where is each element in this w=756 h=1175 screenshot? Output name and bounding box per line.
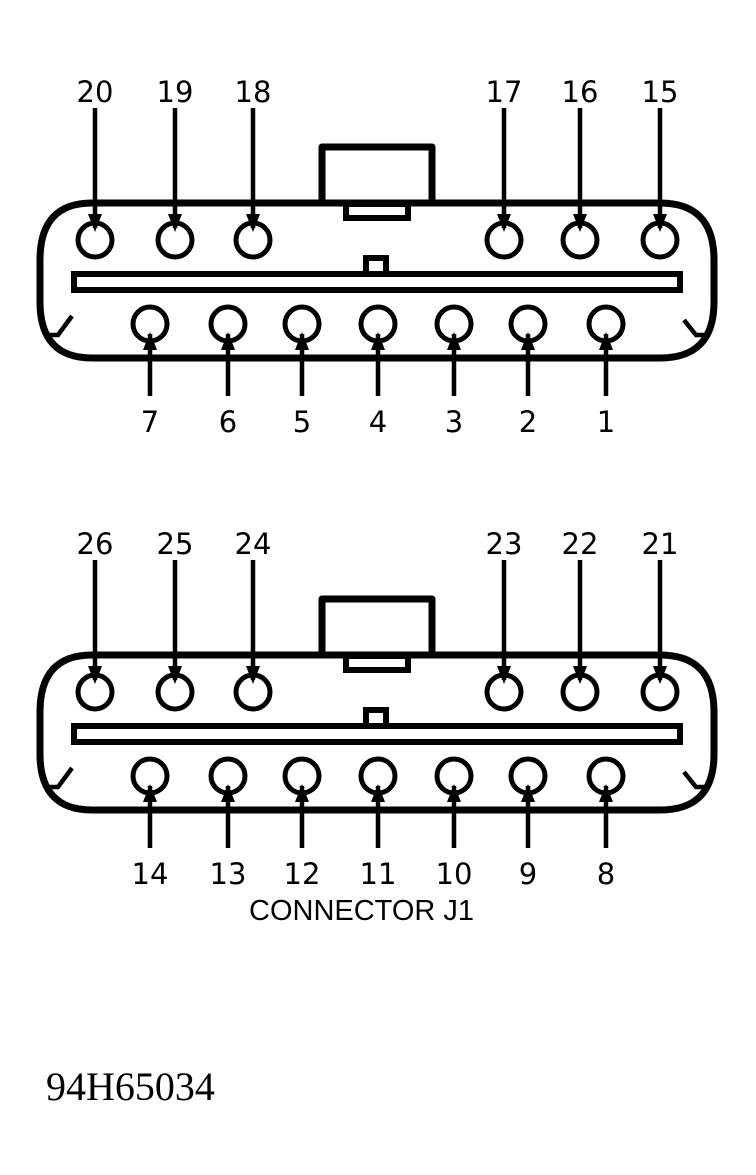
pin-label: 19 (157, 75, 194, 109)
pin-label: 8 (597, 857, 615, 891)
arrowhead (371, 332, 385, 350)
connector-caption: CONNECTOR J1 (249, 895, 474, 927)
connector-housing (36, 199, 718, 362)
pin-label: 10 (436, 857, 473, 891)
arrowhead (143, 784, 157, 802)
pin-label: 4 (369, 405, 387, 439)
corner-key-left (44, 314, 74, 338)
pin-label: 2 (519, 405, 537, 439)
pin-label: 5 (293, 405, 311, 439)
connector-housing (36, 651, 718, 814)
arrowhead (371, 784, 385, 802)
arrowhead (295, 784, 309, 802)
arrowhead (497, 214, 511, 232)
pin-label: 11 (360, 857, 397, 891)
pin-label: 7 (141, 405, 159, 439)
arrowhead (497, 666, 511, 684)
arrowhead (143, 332, 157, 350)
figure-id: 94H65034 (46, 1064, 215, 1109)
pin-label: 23 (486, 527, 523, 561)
arrowhead (246, 666, 260, 684)
connector-lower: 26 25 24 23 22 21 14 13 12 11 10 9 8 (36, 527, 718, 891)
pin-label: 12 (284, 857, 321, 891)
pin-label: 26 (77, 527, 114, 561)
arrowhead (599, 784, 613, 802)
arrowhead (653, 666, 667, 684)
arrowhead (221, 332, 235, 350)
pin-label: 13 (210, 857, 247, 891)
pin-label: 16 (562, 75, 599, 109)
arrowhead (88, 214, 102, 232)
pin-label: 22 (562, 527, 599, 561)
arrowhead (573, 666, 587, 684)
center-key (363, 255, 389, 277)
pin-label: 9 (519, 857, 537, 891)
arrowhead (521, 784, 535, 802)
corner-key-left (44, 766, 74, 790)
arrowhead (88, 666, 102, 684)
pin-label: 15 (642, 75, 679, 109)
pin-label: 24 (235, 527, 272, 561)
arrowhead (168, 666, 182, 684)
pin-label: 6 (219, 405, 237, 439)
arrowhead (246, 214, 260, 232)
pin-label: 21 (642, 527, 679, 561)
corner-key-right (682, 318, 710, 338)
pin-label: 3 (445, 405, 463, 439)
arrowhead (653, 214, 667, 232)
arrowhead (221, 784, 235, 802)
center-key (363, 707, 389, 729)
pin-label: 14 (132, 857, 169, 891)
connector-upper: 20 19 18 17 16 15 7 6 5 4 3 2 1 (36, 75, 718, 439)
corner-key-right (682, 770, 710, 790)
arrowhead (521, 332, 535, 350)
pin-label: 1 (597, 405, 615, 439)
pin-label: 18 (235, 75, 272, 109)
latch-tab (318, 595, 436, 652)
pin-label: 20 (77, 75, 114, 109)
pin-label: 25 (157, 527, 194, 561)
arrowhead (447, 784, 461, 802)
arrowhead (168, 214, 182, 232)
arrowhead (447, 332, 461, 350)
pin-label: 17 (486, 75, 523, 109)
arrowhead (599, 332, 613, 350)
arrowhead (295, 332, 309, 350)
latch-tab (318, 143, 436, 200)
arrowhead (573, 214, 587, 232)
